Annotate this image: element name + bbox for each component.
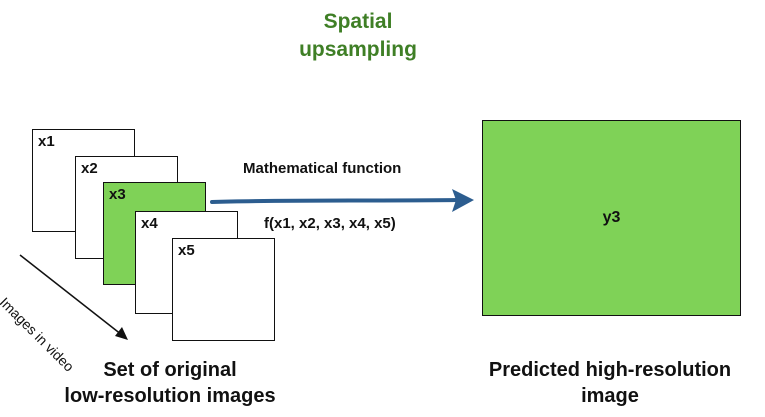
frame-label-x4: x4 — [141, 215, 158, 232]
output-caption: Predicted high-resolution image — [455, 357, 765, 409]
function-formula: f(x1, x2, x3, x4, x5) — [264, 215, 396, 232]
title-line-2: upsampling — [299, 38, 417, 61]
output-caption-line-1: Predicted high-resolution — [488, 359, 732, 381]
function-arrow-line — [210, 198, 460, 204]
title-line-1: Spatial — [323, 10, 393, 33]
input-caption-line-2: low-resolution images — [64, 385, 276, 407]
input-caption: Set of original low-resolution images — [20, 357, 320, 409]
video-order-arrow-head — [115, 327, 128, 340]
input-caption-line-1: Set of original — [103, 359, 237, 381]
video-order-arrow-line — [19, 254, 123, 336]
function-label: Mathematical function — [243, 160, 402, 177]
frame-label-x5: x5 — [178, 242, 195, 259]
output-caption-line-2: image — [581, 385, 639, 407]
frame-x5: x5 — [172, 238, 275, 341]
frame-label-x1: x1 — [38, 133, 55, 150]
frame-label-x2: x2 — [81, 160, 98, 177]
output-label: y3 — [602, 209, 621, 226]
output-image: y3 — [482, 120, 741, 316]
diagram-title: Spatial upsampling — [283, 8, 433, 64]
frame-label-x3: x3 — [109, 186, 126, 203]
function-arrow-head — [452, 189, 474, 212]
